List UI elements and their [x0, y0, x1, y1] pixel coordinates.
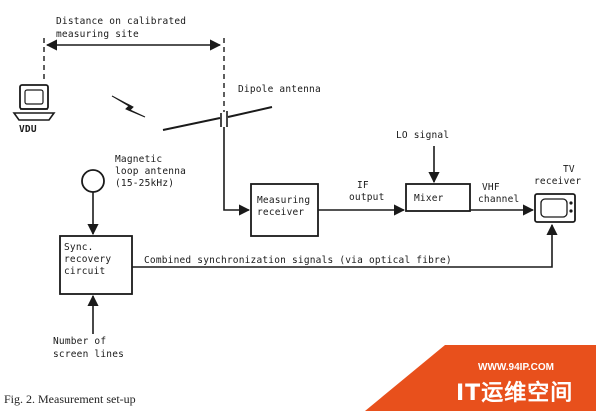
tv-receiver-icon [534, 193, 576, 223]
lo-signal-label: LO signal [396, 130, 449, 141]
vdu-monitor-icon [12, 84, 56, 121]
watermark-background [365, 345, 596, 411]
magnetic-loop-antenna-icon [81, 169, 105, 193]
screen-lines-label-line1: Number of [53, 336, 106, 347]
vdu-label: VDU [19, 124, 37, 135]
mixer-block [405, 183, 471, 212]
screen-lines-label-line2: screen lines [53, 349, 124, 360]
loop-label-line2: loop antenna [115, 166, 186, 177]
if-label-line2: output [349, 192, 385, 203]
tv-label-line1: TV [563, 164, 575, 175]
distance-label-line1: Distance on calibrated [56, 16, 186, 27]
mixer-label: Mixer [414, 193, 444, 204]
dipole-antenna-label: Dipole antenna [238, 84, 321, 95]
figure-caption: Fig. 2. Measurement set-up [4, 392, 136, 406]
loop-label-line1: Magnetic [115, 154, 162, 165]
measuring-receiver-label-line1: Measuring [257, 195, 310, 206]
loop-label-line3: (15-25kHz) [115, 178, 174, 189]
measuring-receiver-label-line2: receiver [257, 207, 304, 218]
tv-label-line2: receiver [534, 176, 581, 187]
combined-sync-line [132, 223, 558, 268]
sync-label-line1: Sync. [64, 242, 94, 253]
watermark: WWW.94IP.COM IT运维空间 [365, 345, 596, 411]
sync-label-line3: circuit [64, 266, 105, 277]
combined-sync-label: Combined synchronization signals (via op… [144, 255, 452, 266]
radiation-lightning-icon [111, 95, 146, 118]
distance-label-line2: measuring site [56, 29, 139, 40]
distance-dimension: Distance on calibrated measuring site [43, 16, 225, 112]
antenna-feed-line [223, 127, 251, 216]
if-label-line1: IF [357, 180, 369, 191]
sync-recovery-block [59, 235, 133, 295]
vhf-label-line2: channel [478, 194, 519, 205]
vhf-label-line1: VHF [482, 182, 500, 193]
watermark-url: WWW.94IP.COM [478, 362, 554, 373]
dipole-antenna-icon [162, 106, 273, 131]
sync-label-line2: recovery [64, 254, 111, 265]
watermark-brand: IT运维空间 [456, 380, 573, 406]
